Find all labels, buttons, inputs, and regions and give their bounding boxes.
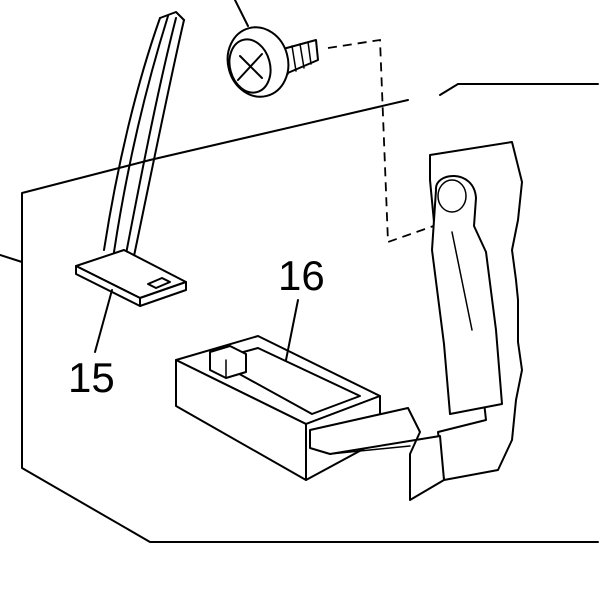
sensor-bracket	[175, 141, 523, 501]
part-label-16: 16	[278, 252, 325, 299]
assembly-frame	[0, 83, 599, 543]
alignment-dashed-line	[327, 38, 463, 244]
part-label-15: 15	[68, 354, 115, 401]
sensor-cable-assembly	[75, 11, 187, 353]
screw	[226, 0, 319, 98]
